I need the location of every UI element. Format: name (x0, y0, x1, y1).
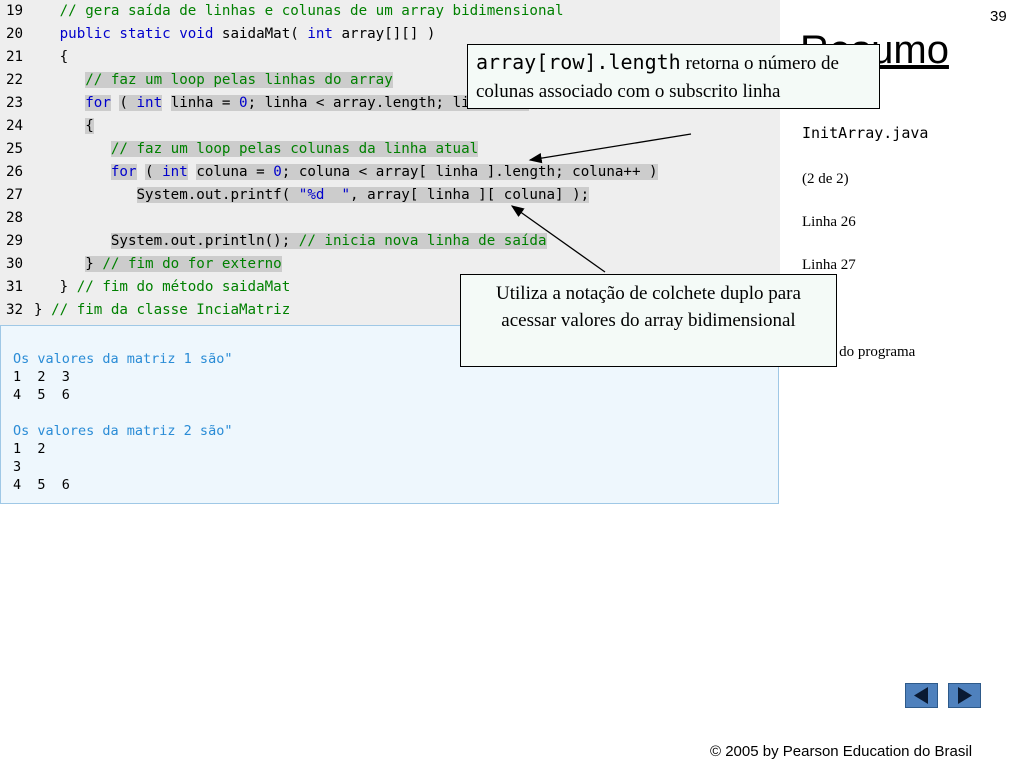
output-line: 4 5 6 (13, 477, 70, 493)
code-token: for (85, 95, 111, 111)
code-token: } (85, 256, 103, 272)
code-token: // fim do método saidaMat (76, 279, 291, 295)
output-heading: Os valores da matriz 2 são" (13, 423, 233, 439)
code-token: System.out.printf( (136, 187, 299, 203)
line-number: 27 (6, 187, 24, 203)
arrow-right-icon (958, 687, 972, 704)
code-token: for (110, 164, 137, 180)
line-number: 31 (6, 279, 24, 295)
code-token: public static void (59, 26, 214, 42)
previous-slide-button[interactable] (905, 683, 938, 708)
code-token: // fim do for externo (102, 256, 282, 272)
line-number: 21 (6, 49, 24, 65)
sidebar-file-name: InitArray.java (802, 124, 929, 142)
code-token: ; coluna < array[ linha ].length; coluna… (281, 164, 658, 180)
code-token: array[][] ) (341, 26, 436, 42)
code-text: // gera saída de linhas e colunas de um … (34, 0, 564, 23)
line-number: 28 (6, 210, 24, 226)
code-text: // faz um loop pelas colunas da linha at… (34, 138, 479, 161)
code-text: } // fim do for externo (34, 253, 282, 276)
code-token: int (136, 95, 163, 111)
code-text: { (34, 46, 69, 69)
code-text: } // fim da classe InciaMatriz (34, 299, 290, 322)
code-token: } (34, 302, 52, 318)
code-text: } // fim do método saidaMat (34, 276, 291, 299)
code-token: int (307, 26, 333, 42)
callout-double-bracket: Utiliza a notação de colchete duplo para… (460, 274, 837, 367)
code-token: "%d " (298, 187, 351, 203)
slide-number: 39 (990, 8, 1007, 25)
line-number: 19 (6, 3, 24, 19)
code-text: System.out.println(); // inicia nova lin… (34, 230, 547, 253)
line-number: 29 (6, 233, 24, 249)
code-text: { (34, 115, 94, 138)
code-token: } (59, 279, 77, 295)
code-token: { (85, 118, 94, 134)
sidebar-line-26: Linha 26 (802, 214, 856, 230)
output-heading: Os valores da matriz 1 são" (13, 351, 233, 367)
code-token: int (162, 164, 188, 180)
line-number: 25 (6, 141, 24, 157)
code-token: 0 (273, 164, 282, 180)
code-token: ( (145, 164, 163, 180)
output-line: 1 2 3 (13, 369, 70, 385)
code-token: // faz um loop pelas colunas da linha at… (110, 141, 479, 157)
code-token: , array[ linha ][ coluna] ); (350, 187, 590, 203)
next-slide-button[interactable] (948, 683, 981, 708)
sidebar-line-27: Linha 27 (802, 257, 856, 273)
arrow-left-icon (914, 687, 928, 704)
code-token: saidaMat( (221, 26, 308, 42)
code-token: // inicia nova linha de saída (298, 233, 547, 249)
code-text: public static void saidaMat( int array[]… (34, 23, 436, 46)
code-token: // gera saída de linhas e colunas de um … (59, 3, 564, 19)
code-token: // faz um loop pelas linhas do array (85, 72, 393, 88)
output-line: 1 2 (13, 441, 46, 457)
code-text: // faz um loop pelas linhas do array (34, 69, 393, 92)
line-number: 26 (6, 164, 24, 180)
line-number: 24 (6, 118, 24, 134)
code-token: System.out.println(); (110, 233, 299, 249)
line-number: 20 (6, 26, 24, 42)
line-number: 22 (6, 72, 24, 88)
callout-row-length-code: array[row].length (476, 50, 681, 74)
code-token: { (59, 49, 69, 65)
line-number: 23 (6, 95, 24, 111)
line-number: 32 (6, 302, 24, 318)
sidebar-part: (2 de 2) (802, 171, 849, 187)
code-text: for ( int linha = 0; linha < array.lengt… (34, 92, 530, 115)
callout-row-length-text: retorna o número de colunas associado co… (476, 53, 839, 102)
output-line: 3 (13, 459, 22, 475)
code-text: System.out.printf( "%d ", array[ linha ]… (34, 184, 590, 207)
code-token: ( (119, 95, 137, 111)
code-token: 0 (239, 95, 248, 111)
copyright-notice: © 2005 by Pearson Education do Brasil (710, 743, 973, 760)
callout-row-length: array[row].length retorna o número de co… (467, 44, 880, 109)
line-number: 30 (6, 256, 24, 272)
output-line: 4 5 6 (13, 387, 70, 403)
code-token: linha = (170, 95, 240, 111)
code-token: // fim da classe InciaMatriz (51, 302, 291, 318)
code-token: coluna = (196, 164, 274, 180)
code-text: for ( int coluna = 0; coluna < array[ li… (34, 161, 658, 184)
